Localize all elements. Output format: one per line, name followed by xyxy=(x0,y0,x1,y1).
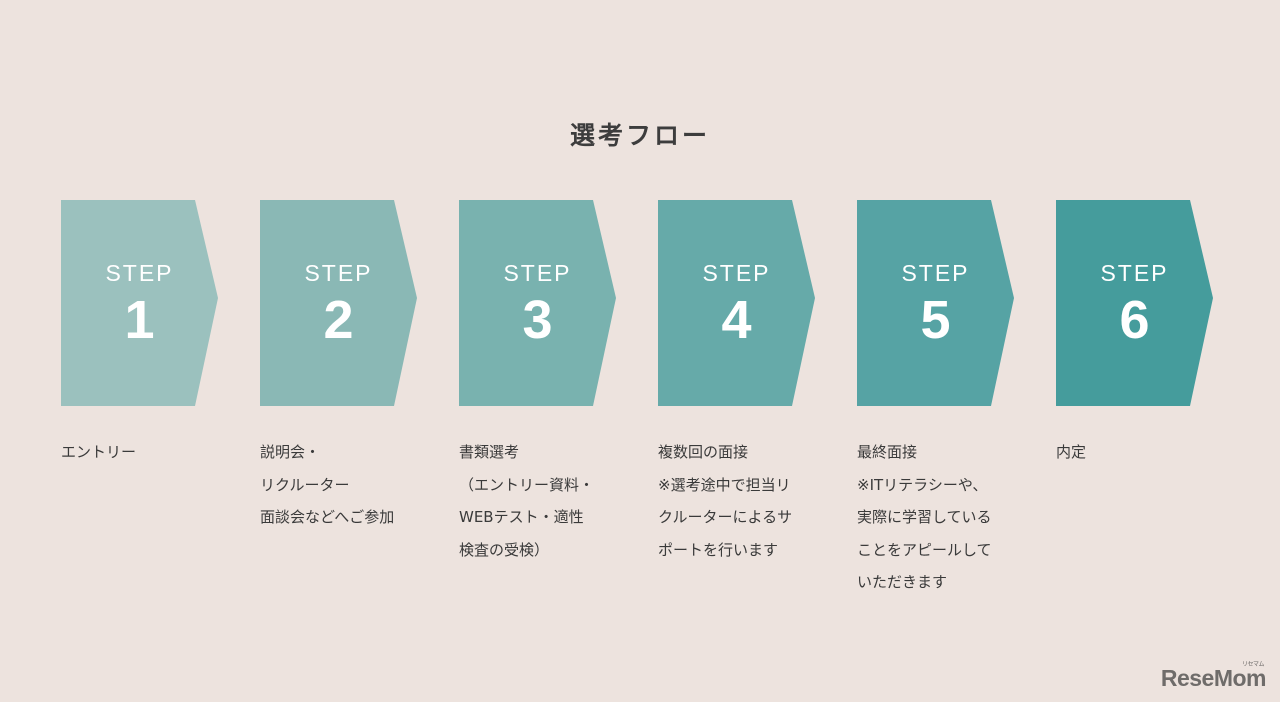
chevron-arrow-shape xyxy=(260,200,417,406)
description-line: （エントリー資料・ xyxy=(459,475,595,494)
step-3-description: 書類選考 （エントリー資料・ WEBテスト・適性 検査の受検） xyxy=(459,436,634,566)
description-line: クルーターによるサ xyxy=(658,508,793,526)
step-4-description: 複数回の面接 ※選考途中で担当リ クルーターによるサ ポートを行います xyxy=(658,436,833,566)
description-line: ポートを行います xyxy=(658,540,779,559)
step-label: STEP xyxy=(702,260,771,286)
description-line: リクルーター xyxy=(260,475,350,494)
description-line: 複数回の面接 xyxy=(658,443,749,461)
step-label: STEP xyxy=(1100,260,1169,286)
description-line: エントリー xyxy=(61,443,137,461)
description-line: 検査の受検） xyxy=(459,540,550,559)
step-6-description: 内定 xyxy=(1056,436,1231,469)
description-line: 内定 xyxy=(1056,443,1087,461)
description-line: ※ITリテラシーや、 xyxy=(857,475,988,494)
step-4-chevron: STEP 4 xyxy=(658,200,815,406)
step-label: STEP xyxy=(105,260,174,286)
step-label: STEP xyxy=(901,260,970,286)
description-line: ※選考途中で担当リ xyxy=(658,475,791,494)
step-2-chevron: STEP 2 xyxy=(260,200,417,406)
step-1-chevron: STEP 1 xyxy=(61,200,218,406)
chevron-arrow-shape xyxy=(1056,200,1213,406)
chevron-arrow-shape xyxy=(658,200,815,406)
step-2-description: 説明会・ リクルーター 面談会などへご参加 xyxy=(260,436,435,534)
step-number: 2 xyxy=(323,290,354,350)
step-label: STEP xyxy=(503,260,572,286)
step-number: 5 xyxy=(920,290,951,350)
description-line: 面談会などへご参加 xyxy=(260,508,395,526)
resemom-watermark-logo: ReseMom リセマム xyxy=(1160,662,1267,692)
step-5-chevron: STEP 5 xyxy=(857,200,1014,406)
step-6-chevron: STEP 6 xyxy=(1056,200,1213,406)
description-line: 最終面接 xyxy=(857,443,918,461)
chevron-arrow-shape xyxy=(857,200,1014,406)
logo-subtext: リセマム xyxy=(1241,662,1265,668)
chevron-arrow-shape xyxy=(61,200,218,406)
description-line: ことをアピールして xyxy=(857,540,992,559)
logo-text: ReseMom xyxy=(1160,665,1267,691)
step-number: 6 xyxy=(1119,290,1150,350)
step-label: STEP xyxy=(304,260,373,286)
page-title: 選考フロー xyxy=(569,121,710,150)
step-3-chevron: STEP 3 xyxy=(459,200,616,406)
step-5-description: 最終面接 ※ITリテラシーや、 実際に学習している ことをアピールして いただき… xyxy=(857,436,1032,599)
step-number: 3 xyxy=(522,290,553,350)
step-number: 1 xyxy=(124,290,155,350)
step-1-description: エントリー xyxy=(61,436,236,469)
chevron-arrow-shape xyxy=(459,200,616,406)
description-line: WEBテスト・適性 xyxy=(459,508,584,526)
description-line: 説明会・ xyxy=(260,443,321,461)
step-number: 4 xyxy=(721,290,752,350)
description-line: いただきます xyxy=(857,573,948,591)
description-line: 実際に学習している xyxy=(857,508,992,526)
description-line: 書類選考 xyxy=(459,443,520,461)
